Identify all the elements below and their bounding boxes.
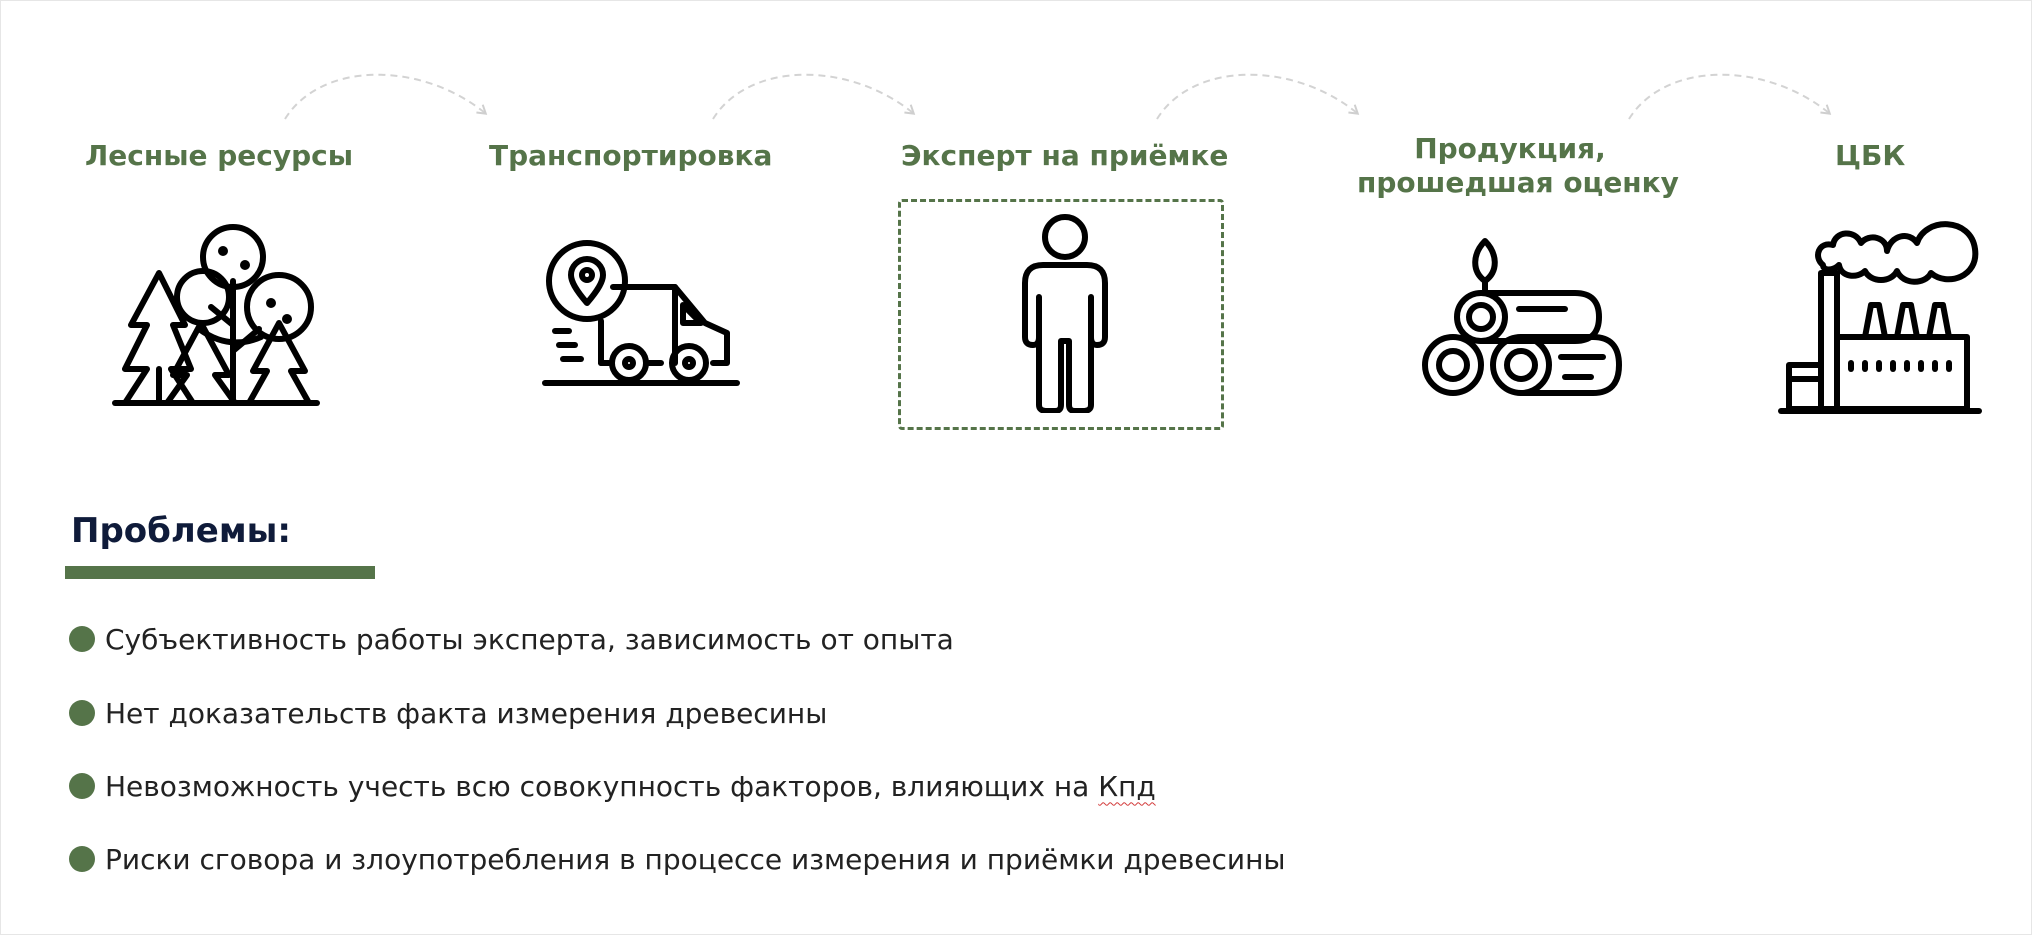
person-icon (1019, 213, 1111, 413)
problems-underline-bar (65, 566, 375, 579)
problem-item: Субъективность работы эксперта, зависимо… (69, 619, 954, 659)
problem-item: Риски сговора и злоупотребления в процес… (69, 839, 1285, 879)
problem-text-main: Невозможность учесть всю совокупность фа… (105, 769, 1099, 803)
stage-title-transport: Транспортировка (489, 139, 773, 172)
problem-item: Нет доказательств факта измерения древес… (69, 693, 827, 733)
problem-item: Невозможность учесть всю совокупность фа… (69, 766, 1156, 806)
stage-title-pulp-mill: ЦБК (1835, 139, 1906, 172)
bullet-dot (69, 846, 95, 872)
arrow-2 (712, 73, 916, 120)
stage-title-products-line1: Продукция, (1414, 132, 1606, 165)
arrow-1 (284, 73, 488, 120)
bullet-dot (69, 700, 95, 726)
stage-title-products-line2: прошедшая оценку (1357, 166, 1679, 199)
stage-title-forest: Лесные ресурсы (85, 139, 354, 172)
problem-text: Риски сговора и злоупотребления в процес… (105, 842, 1286, 876)
arrow-4 (1628, 73, 1832, 120)
problem-text: Нет доказательств факта измерения древес… (105, 696, 828, 730)
problems-title: Проблемы: (71, 511, 291, 551)
spellcheck-flagged-word: Кпд (1098, 769, 1156, 803)
stage-title-products: Продукция, прошедшая оценку (1357, 132, 1679, 200)
delivery-truck-icon (541, 239, 741, 389)
expert-highlight-frame (898, 199, 1224, 430)
bullet-dot (69, 773, 95, 799)
problem-text: Субъективность работы эксперта, зависимо… (105, 622, 954, 656)
arrow-3 (1156, 73, 1360, 120)
problem-text: Невозможность учесть всю совокупность фа… (105, 770, 1156, 803)
factory-icon (1777, 213, 1983, 419)
forest-icon (111, 221, 321, 411)
logs-icon (1415, 231, 1625, 401)
stage-title-expert: Эксперт на приёмке (901, 139, 1229, 172)
bullet-dot (69, 626, 95, 652)
